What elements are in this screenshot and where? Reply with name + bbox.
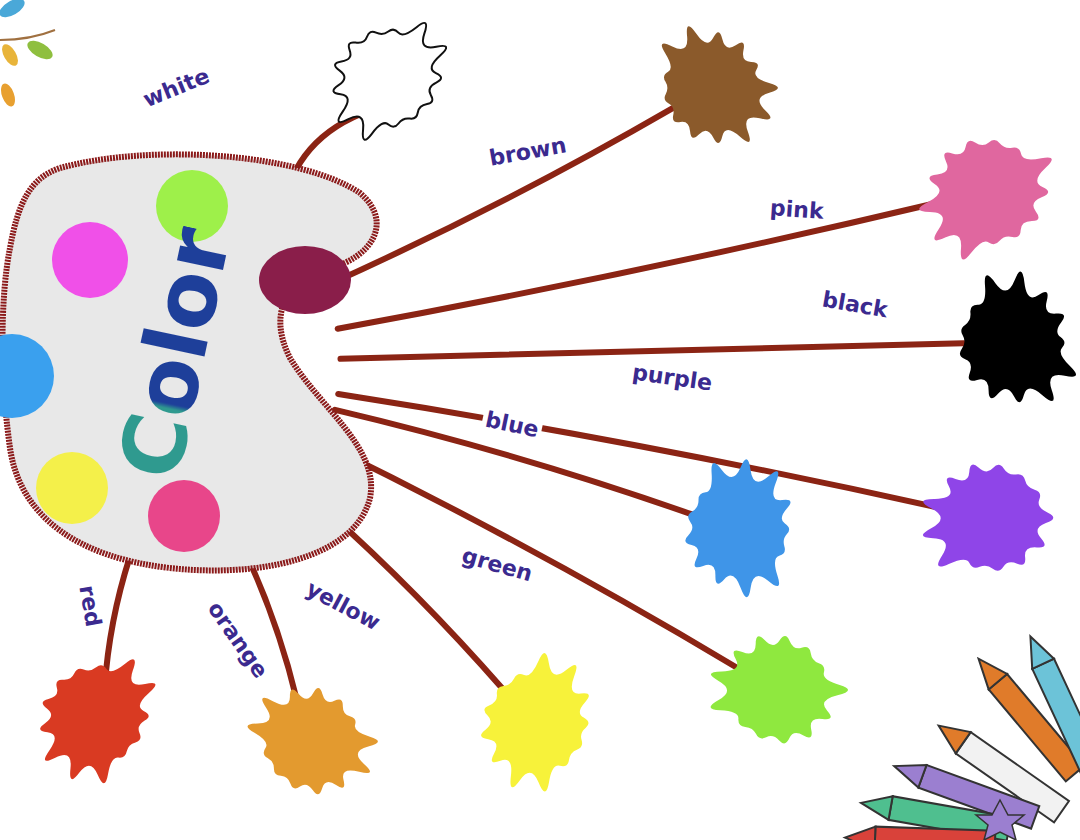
crayons [845, 631, 1080, 840]
leaves [0, 0, 56, 108]
paint-splat: brown [611, 0, 813, 189]
splat-shape [287, 0, 489, 179]
paint-splat: red [0, 612, 200, 819]
splat-shape [632, 422, 845, 635]
color-word: black [818, 287, 893, 323]
splat-shape [430, 616, 643, 829]
splat-shape [0, 612, 200, 819]
color-word: brown [485, 133, 572, 171]
color-word: yellow [299, 575, 386, 637]
paint-splat: yellow [430, 616, 643, 829]
color-word: pink [766, 196, 827, 224]
paint-splat: white [287, 0, 489, 179]
color-word: purple [628, 360, 717, 396]
palette-node: Color [0, 148, 385, 576]
color-word: white [137, 63, 216, 114]
splat-shape [611, 0, 813, 189]
splat-shape [883, 409, 1080, 627]
paint-splat: orange [211, 641, 413, 840]
splat-shape [879, 83, 1080, 301]
branch-line [338, 394, 944, 509]
paint-splat: black [903, 233, 1080, 451]
paint-splat: pink [879, 83, 1080, 301]
splat-shape [211, 641, 413, 840]
paint-splat: green [672, 584, 885, 797]
paint-splat: blue [632, 422, 845, 635]
branch-line [324, 444, 737, 668]
color-word: blue [480, 407, 544, 443]
color-word: orange [201, 595, 274, 685]
paint-splat: purple [883, 409, 1080, 627]
branch-line [325, 108, 672, 286]
branch-line [338, 202, 941, 329]
splat-shape [903, 233, 1080, 451]
color-word: red [74, 580, 106, 631]
branch-line [341, 343, 964, 359]
splat-shape [672, 584, 885, 797]
